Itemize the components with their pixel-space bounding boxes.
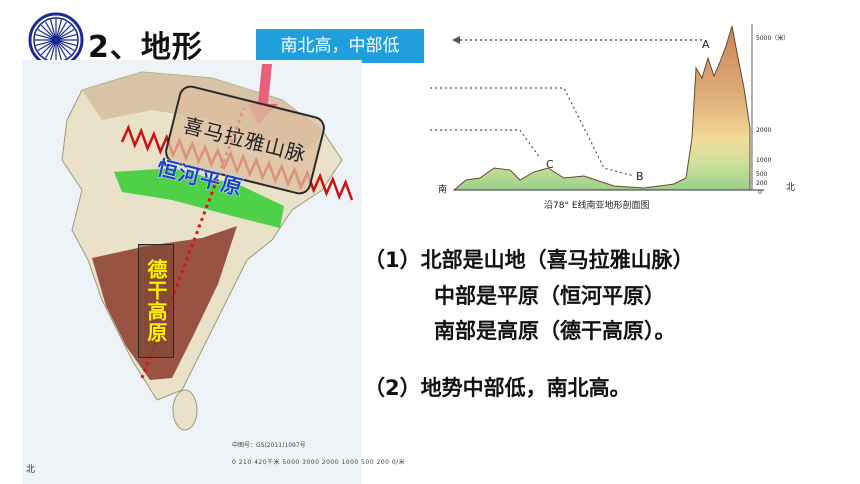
deccan-plateau-label: 德干高原 xyxy=(138,244,174,358)
elev-1000: 1000 xyxy=(756,157,771,164)
profile-guide-arrow xyxy=(452,36,460,44)
profile-label-c: C xyxy=(546,158,554,171)
map-scale-values: 0 210 420千米 5000 3000 2000 1000 500 200 … xyxy=(232,459,406,466)
terrain-profile: A B C 南 北 5000（米） 2000 1000 500 200 0 沿7… xyxy=(430,24,795,211)
profile-label-b: B xyxy=(636,170,644,183)
map-corner-label: 北 xyxy=(26,465,36,475)
elev-5000: 5000（米） xyxy=(756,34,789,42)
profile-north-label: 北 xyxy=(786,182,795,193)
section-title: 2、地形 xyxy=(88,30,203,65)
elev-500: 500 xyxy=(756,171,768,178)
elev-200: 200 xyxy=(756,180,768,187)
sri-lanka xyxy=(172,389,198,431)
profile-terrain xyxy=(452,25,751,191)
profile-guide-mid xyxy=(430,87,635,177)
ganges-plain-area xyxy=(114,168,284,228)
profile-guide-low xyxy=(430,129,541,159)
ashoka-chakra-icon xyxy=(28,12,84,68)
point-1-south: 南部是高原（德干高原）。 xyxy=(434,319,676,343)
elev-0: 0 xyxy=(758,189,762,196)
point-1-middle: 中部是平原（恒河平原） xyxy=(434,284,665,308)
profile-caption: 沿78° E线南亚地形剖面图 xyxy=(544,199,650,211)
map-scale-label: 中图号：GS(2011)1097号 xyxy=(232,442,306,449)
profile-label-a: A xyxy=(702,38,710,51)
point-2-line: （2）地势中部低，南北高。 xyxy=(364,376,631,400)
callout-box: 南北高，中部低 xyxy=(256,29,424,63)
point-1-line: （1）北部是山地（喜马拉雅山脉） xyxy=(364,248,694,272)
profile-south-label: 南 xyxy=(438,183,447,195)
elev-2000: 2000 xyxy=(756,127,771,134)
